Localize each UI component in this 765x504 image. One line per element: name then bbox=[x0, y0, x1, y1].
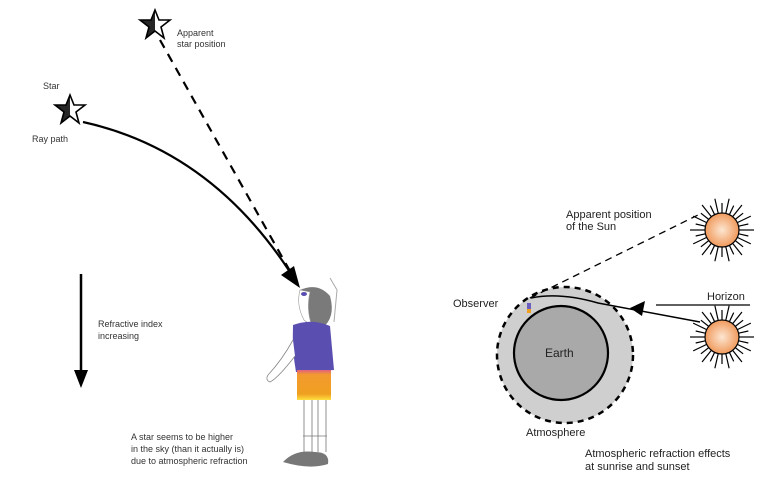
sun-ray bbox=[695, 330, 706, 334]
sun-ray bbox=[734, 319, 744, 327]
sun-ray bbox=[728, 312, 735, 322]
sun-ray bbox=[732, 311, 743, 325]
sun-ray bbox=[725, 305, 730, 321]
sun-ray bbox=[695, 340, 706, 344]
sun-ray bbox=[728, 352, 735, 362]
sun-ray bbox=[738, 330, 749, 334]
sun-ray bbox=[728, 205, 735, 215]
sun-ray bbox=[732, 242, 743, 256]
observer-person-figure bbox=[266, 277, 338, 467]
sun-ray bbox=[725, 198, 730, 214]
sun-ray bbox=[701, 311, 712, 325]
apparent-star-icon bbox=[137, 7, 173, 41]
left-caption-line1: A star seems to be higher bbox=[131, 432, 233, 442]
right-caption-line2: at sunrise and sunset bbox=[585, 461, 690, 473]
sun-ray bbox=[695, 223, 706, 227]
sun-ray bbox=[714, 246, 719, 262]
sun-ray bbox=[709, 352, 716, 362]
sun-ray bbox=[692, 343, 707, 352]
sun-ray bbox=[737, 322, 752, 331]
sun-ray bbox=[700, 240, 710, 248]
sun-ray-arrowhead bbox=[630, 301, 645, 316]
sun-ray bbox=[714, 353, 719, 369]
sun-ray bbox=[734, 212, 744, 220]
sun-ray bbox=[737, 236, 752, 245]
sun-ray bbox=[701, 242, 712, 256]
apparent-star-label-line1: Apparent bbox=[177, 28, 214, 38]
sun-ray bbox=[714, 305, 719, 321]
sun-ray bbox=[709, 312, 716, 322]
ray-path-label: Ray path bbox=[32, 134, 68, 144]
sun-ray bbox=[700, 319, 710, 327]
sun-ray-path bbox=[530, 295, 701, 323]
sun-ray bbox=[737, 343, 752, 352]
refractive-label-line2: increasing bbox=[98, 331, 139, 341]
star-label: Star bbox=[43, 81, 60, 91]
sun-ray bbox=[734, 240, 744, 248]
sun-ray bbox=[692, 215, 707, 224]
atmosphere-label: Atmosphere bbox=[526, 427, 585, 439]
sun-ray bbox=[725, 353, 730, 369]
horizon-label: Horizon bbox=[707, 291, 745, 303]
sun-ray bbox=[737, 215, 752, 224]
sun-ray bbox=[732, 204, 743, 218]
observer-icon bbox=[527, 303, 531, 313]
left-caption-line3: due to atmospheric refraction bbox=[131, 456, 248, 466]
sun-ray bbox=[734, 347, 744, 355]
sun-ray bbox=[709, 205, 716, 215]
left-panel: Apparent star position Star Ray path Ref… bbox=[32, 7, 338, 467]
right-panel: Earth Observer Horizon Apparent position… bbox=[453, 209, 750, 473]
sun-ray bbox=[728, 245, 735, 255]
ray-arrowhead bbox=[281, 266, 300, 288]
earth-label: Earth bbox=[545, 346, 574, 360]
sun-ray bbox=[714, 198, 719, 214]
refractive-label-line1: Refractive index bbox=[98, 319, 163, 329]
apparent-sun-icon bbox=[690, 198, 754, 262]
sun-ray bbox=[738, 340, 749, 344]
observer-label: Observer bbox=[453, 298, 499, 310]
sun-disk bbox=[704, 212, 740, 248]
real-sun-icon bbox=[690, 305, 754, 369]
left-caption-line2: in the sky (than it actually is) bbox=[131, 444, 244, 454]
apparent-sun-label-line1: Apparent position bbox=[566, 209, 652, 221]
sun-ray bbox=[725, 246, 730, 262]
sun-ray bbox=[700, 212, 710, 220]
star-icon bbox=[52, 92, 88, 126]
right-caption-line1: Atmospheric refraction effects bbox=[585, 448, 731, 460]
sun-ray bbox=[709, 245, 716, 255]
sun-ray bbox=[692, 322, 707, 331]
sun-ray bbox=[692, 236, 707, 245]
sun-ray bbox=[700, 347, 710, 355]
ray-path bbox=[82, 120, 291, 273]
sun-ray bbox=[701, 204, 712, 218]
sun-disk bbox=[704, 319, 740, 355]
sun-ray bbox=[732, 349, 743, 363]
apparent-star-label-line2: star position bbox=[177, 39, 226, 49]
sun-ray bbox=[695, 233, 706, 237]
sun-ray bbox=[738, 233, 749, 237]
sun-ray bbox=[738, 223, 749, 227]
apparent-line bbox=[159, 39, 296, 281]
refractive-arrowhead bbox=[74, 370, 88, 388]
apparent-sun-label-line2: of the Sun bbox=[566, 221, 616, 233]
apparent-sun-line bbox=[529, 213, 701, 299]
earth bbox=[512, 304, 610, 402]
sun-ray bbox=[701, 349, 712, 363]
